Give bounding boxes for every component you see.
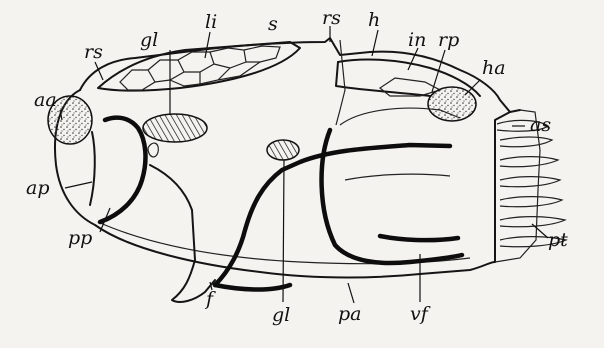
label-f: f (204, 288, 216, 310)
label-as: as (530, 114, 551, 136)
labels: li s rs h in rp rs gl ha aa as ap pp pt … (26, 7, 568, 326)
posterior-tentacles (497, 120, 566, 246)
label-pp: pp (68, 227, 92, 249)
label-gl-bottom: gl (272, 304, 290, 326)
gl-top-shape (143, 114, 207, 142)
label-li: li (205, 11, 217, 33)
label-pa: pa (338, 303, 362, 325)
label-pt: pt (548, 229, 568, 251)
label-vf: vf (410, 303, 431, 325)
liver (98, 42, 300, 91)
label-rs-left: rs (84, 41, 103, 63)
leader-lines (60, 26, 548, 303)
gl-bottom-shape (267, 140, 299, 160)
label-gl-top: gl (140, 29, 158, 51)
label-h: h (368, 9, 380, 31)
label-s: s (268, 13, 278, 35)
hepatic-artery-shape (428, 87, 476, 121)
label-in: in (408, 29, 426, 51)
label-aa: aa (34, 89, 57, 111)
label-rs-top: rs (322, 7, 341, 29)
label-rp: rp (438, 29, 459, 51)
label-ap: ap (26, 177, 50, 199)
label-ha: ha (482, 57, 506, 79)
central-organs (143, 40, 462, 290)
